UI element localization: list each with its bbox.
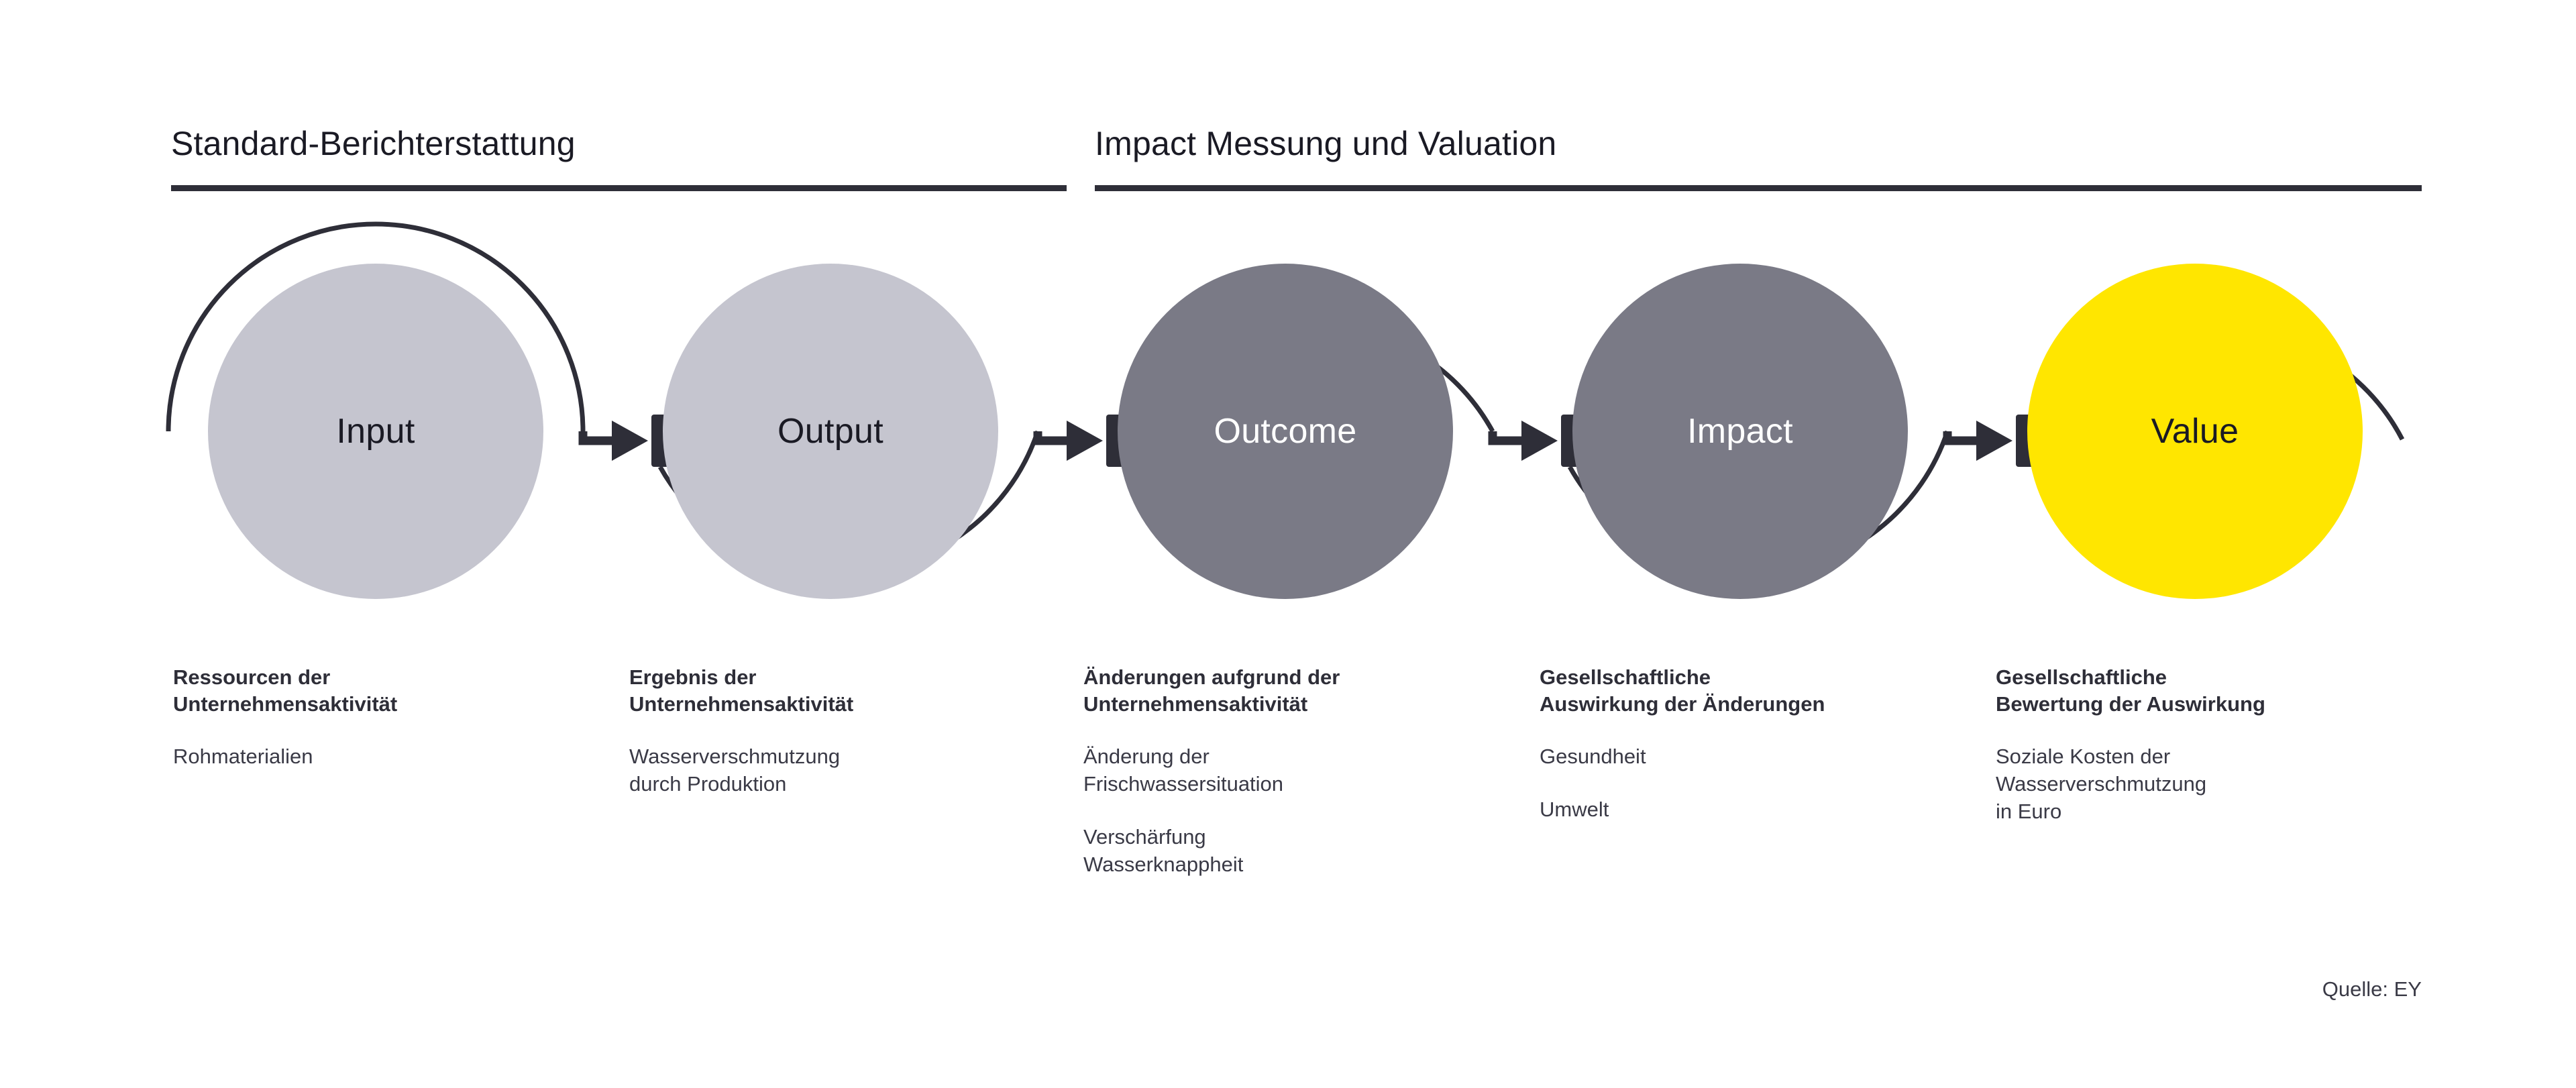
node-impact[interactable]: Impact [1572, 264, 1908, 599]
column-outcome-title: Änderungen aufgrund der Unternehmensakti… [1083, 665, 1340, 716]
source-note: Quelle: EY [2322, 977, 2422, 1001]
node-value[interactable]: Value [2027, 264, 2363, 599]
section-header-standard: Standard-Berichterstattung [171, 107, 1067, 191]
arrowhead-output-to-outcome [1067, 421, 1103, 461]
arrowhead-input-to-output [612, 421, 648, 461]
node-output-label: Output [777, 412, 883, 451]
column-input-item-0: Rohmaterialien [173, 744, 313, 768]
column-output-item-0: Wasserverschmutzung durch Produktion [629, 744, 841, 796]
node-output[interactable]: Output [663, 264, 998, 599]
column-outcome-item-1: Verschärfung Wasserknappheit [1083, 825, 1244, 877]
stem-input-to-output [578, 431, 616, 445]
arrowhead-outcome-to-impact [1521, 421, 1558, 461]
node-outcome[interactable]: Outcome [1118, 264, 1453, 599]
column-impact: Gesellschaftliche Auswirkung der Änderun… [1540, 664, 1976, 823]
node-input-label: Input [336, 412, 415, 451]
node-impact-label: Impact [1687, 412, 1793, 451]
column-value-title: Gesellschaftliche Bewertung der Auswirku… [1996, 665, 2265, 716]
section-header-impact-label: Impact Messung und Valuation [1095, 125, 1557, 162]
column-input-title: Ressourcen der Unternehmensaktivität [173, 665, 398, 716]
stem-impact-to-value [1943, 431, 1980, 445]
section-header-impact-rule [1095, 185, 2422, 191]
section-header-impact: Impact Messung und Valuation [1095, 107, 2422, 191]
node-outcome-label: Outcome [1214, 412, 1357, 451]
column-output-title: Ergebnis der Unternehmensaktivität [629, 665, 854, 716]
column-impact-item-1: Umwelt [1540, 797, 1609, 821]
arrowhead-impact-to-value [1976, 421, 2012, 461]
stem-output-to-outcome [1033, 431, 1071, 445]
node-value-label: Value [2151, 412, 2239, 451]
section-header-standard-rule [171, 185, 1067, 191]
column-output: Ergebnis der Unternehmensaktivität Wasse… [629, 664, 1059, 798]
column-outcome: Änderungen aufgrund der Unternehmensakti… [1083, 664, 1499, 878]
section-header-standard-label: Standard-Berichterstattung [171, 125, 576, 162]
column-outcome-item-0: Änderung der Frischwassersituation [1083, 744, 1284, 796]
column-impact-title: Gesellschaftliche Auswirkung der Änderun… [1540, 665, 1825, 716]
column-value: Gesellschaftliche Bewertung der Auswirku… [1996, 664, 2425, 825]
column-impact-item-0: Gesundheit [1540, 744, 1646, 768]
column-value-item-0: Soziale Kosten der Wasserverschmutzung i… [1996, 744, 2207, 824]
node-input[interactable]: Input [208, 264, 543, 599]
stem-outcome-to-impact [1488, 431, 1525, 445]
column-input: Ressourcen der Unternehmensaktivität Roh… [173, 664, 589, 770]
